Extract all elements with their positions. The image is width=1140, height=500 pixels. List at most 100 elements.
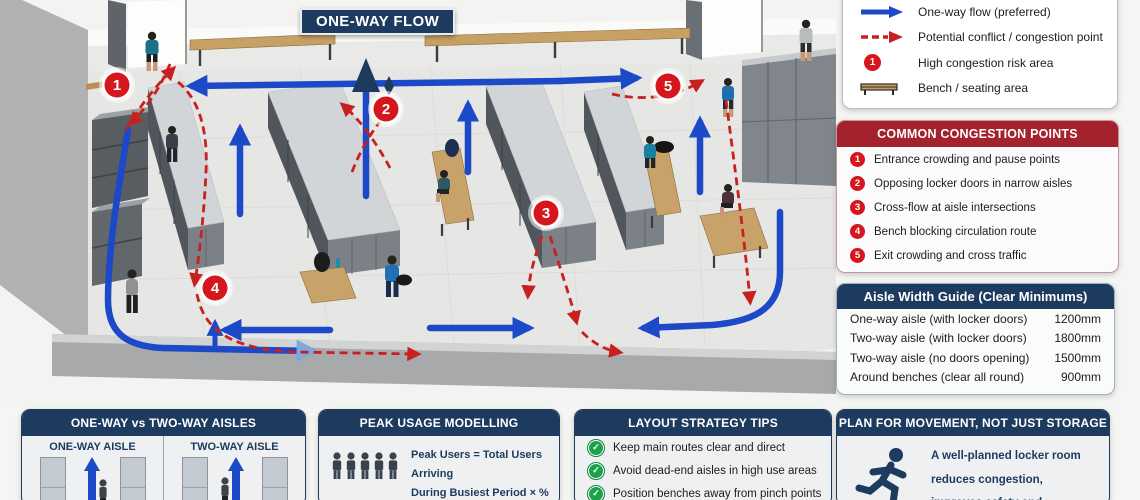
panel-title: PLAN FOR MOVEMENT, NOT JUST STORAGE bbox=[837, 410, 1109, 436]
wall-bench bbox=[424, 27, 691, 62]
svg-text:1: 1 bbox=[113, 77, 121, 94]
conflict-arrow bbox=[124, 65, 177, 131]
check-icon: ✓ bbox=[588, 485, 604, 500]
list-item: ✓ Avoid dead-end aisles in high use area… bbox=[575, 459, 831, 482]
svg-text:2: 2 bbox=[382, 101, 390, 118]
legend-panel: One-way flow (preferred) Potential confl… bbox=[842, 0, 1118, 109]
table-row: Two-way aisle (no doors opening) 1500mm bbox=[850, 350, 1101, 365]
panel-title: COMMON CONGESTION POINTS bbox=[837, 121, 1118, 147]
page-title: ONE-WAY FLOW bbox=[300, 8, 456, 35]
bench bbox=[299, 252, 357, 304]
person bbox=[644, 136, 656, 168]
dimension-value: 1200mm bbox=[1054, 311, 1101, 326]
check-icon: ✓ bbox=[588, 439, 604, 456]
list-item: 3 Cross-flow at aisle intersections bbox=[837, 196, 1118, 219]
panel-title: LAYOUT STRATEGY TIPS bbox=[575, 410, 831, 436]
backpack bbox=[314, 252, 330, 272]
flow-arrow bbox=[637, 208, 784, 339]
table-row: Two-way aisle (with locker doors) 1800mm bbox=[850, 331, 1101, 346]
number-badge: 4 bbox=[850, 224, 865, 239]
legend-label: Bench / seating area bbox=[918, 81, 1029, 96]
locker-icon bbox=[181, 457, 208, 500]
flow-arrow bbox=[104, 126, 319, 362]
legend-item: 1 High congestion risk area bbox=[843, 50, 1117, 76]
one-way-arrow-icon bbox=[83, 457, 107, 500]
aisle-width-panel: Aisle Width Guide (Clear Minimums) One-w… bbox=[836, 283, 1115, 395]
table-row: One-way aisle (with locker doors) 1200mm bbox=[850, 311, 1101, 326]
formula-text: Peak Users = Total Users Arriving During… bbox=[411, 449, 549, 499]
locker-bank bbox=[267, 81, 401, 276]
legend-label: High congestion risk area bbox=[918, 55, 1054, 70]
list-item: ✓ Keep main routes clear and direct bbox=[575, 436, 831, 459]
left-wall bbox=[0, 0, 88, 352]
wall-bench bbox=[189, 33, 336, 66]
list-item: 5 Exit crowding and cross traffic bbox=[837, 244, 1118, 267]
locker-bank bbox=[741, 48, 836, 186]
panel-title: PEAK USAGE MODELLING bbox=[319, 410, 559, 436]
congestion-marker-1: 1 bbox=[99, 67, 135, 103]
number-badge: 5 bbox=[850, 248, 865, 263]
congestion-marker-3: 3 bbox=[528, 195, 564, 231]
congestion-points-panel: COMMON CONGESTION POINTS 1 Entrance crow… bbox=[836, 120, 1119, 273]
locker-icon bbox=[39, 457, 66, 500]
person bbox=[145, 31, 159, 71]
conflict-arrow bbox=[521, 235, 544, 300]
legend-item: Potential conflict / congestion point bbox=[843, 25, 1117, 51]
entrance-door bbox=[108, 0, 187, 72]
legend-label: Potential conflict / congestion point bbox=[918, 30, 1103, 45]
one-way-aisle-diagram: ONE-WAY AISLE bbox=[22, 436, 163, 500]
congestion-marker-4: 4 bbox=[197, 270, 233, 306]
locker-icon bbox=[119, 457, 146, 500]
exit-door bbox=[686, 0, 763, 60]
person bbox=[126, 269, 138, 313]
two-way-aisle-diagram: TWO-WAY AISLE bbox=[163, 436, 305, 500]
person bbox=[799, 19, 813, 61]
svg-text:3: 3 bbox=[542, 205, 550, 222]
one-way-arrow-icon bbox=[859, 5, 905, 18]
locker-icon bbox=[261, 457, 288, 500]
dimension-value: 1500mm bbox=[1054, 350, 1101, 365]
summary-text: A well-planned locker room reduces conge… bbox=[931, 450, 1081, 500]
locker-room-scene: 1 2 3 4 5 bbox=[0, 0, 836, 394]
svg-text:4: 4 bbox=[211, 280, 220, 297]
runner-icon bbox=[855, 448, 907, 500]
list-item: 4 Bench blocking circulation route bbox=[837, 220, 1118, 243]
dimension-value: 900mm bbox=[1060, 370, 1101, 385]
bench bbox=[699, 207, 769, 268]
bench bbox=[431, 139, 475, 236]
navy-arrowhead bbox=[352, 58, 380, 92]
person bbox=[720, 184, 734, 217]
conflict-arrow-icon bbox=[859, 31, 905, 44]
panel-title: Aisle Width Guide (Clear Minimums) bbox=[837, 284, 1114, 309]
duffel-bag bbox=[654, 141, 674, 153]
legend-item: One-way flow (preferred) bbox=[843, 0, 1117, 25]
water-bottle bbox=[336, 258, 340, 268]
person bbox=[385, 255, 412, 297]
number-badge: 3 bbox=[850, 200, 865, 215]
conflict-arrow bbox=[177, 80, 208, 288]
list-item: 1 Entrance crowding and pause points bbox=[837, 148, 1118, 171]
congestion-marker-icon: 1 bbox=[859, 54, 905, 72]
list-item: 2 Opposing locker doors in narrow aisles bbox=[837, 172, 1118, 195]
dimension-value: 1800mm bbox=[1054, 331, 1101, 346]
two-way-arrow-icon bbox=[220, 457, 244, 500]
legend-item: Bench / seating area bbox=[843, 76, 1117, 102]
conflict-arrow bbox=[195, 293, 422, 362]
conflict-arrow bbox=[724, 99, 757, 306]
aisle-comparison-panel: ONE-WAY vs TWO-WAY AISLES ONE-WAY AISLE … bbox=[21, 409, 306, 500]
locker-bank bbox=[147, 81, 225, 270]
number-badge: 2 bbox=[850, 176, 865, 191]
number-badge: 1 bbox=[850, 152, 865, 167]
conflict-arrow bbox=[611, 79, 706, 99]
locker-bank bbox=[583, 85, 665, 250]
check-icon: ✓ bbox=[588, 462, 604, 479]
conflict-arrows bbox=[124, 63, 757, 362]
navy-diamond bbox=[384, 76, 394, 96]
panel-title: ONE-WAY vs TWO-WAY AISLES bbox=[22, 410, 305, 436]
person bbox=[166, 126, 178, 162]
table-row: Around benches (clear all round) 900mm bbox=[850, 370, 1101, 385]
svg-text:5: 5 bbox=[664, 78, 672, 95]
conflict-arrow bbox=[548, 235, 581, 326]
people-group-icon bbox=[331, 452, 399, 479]
